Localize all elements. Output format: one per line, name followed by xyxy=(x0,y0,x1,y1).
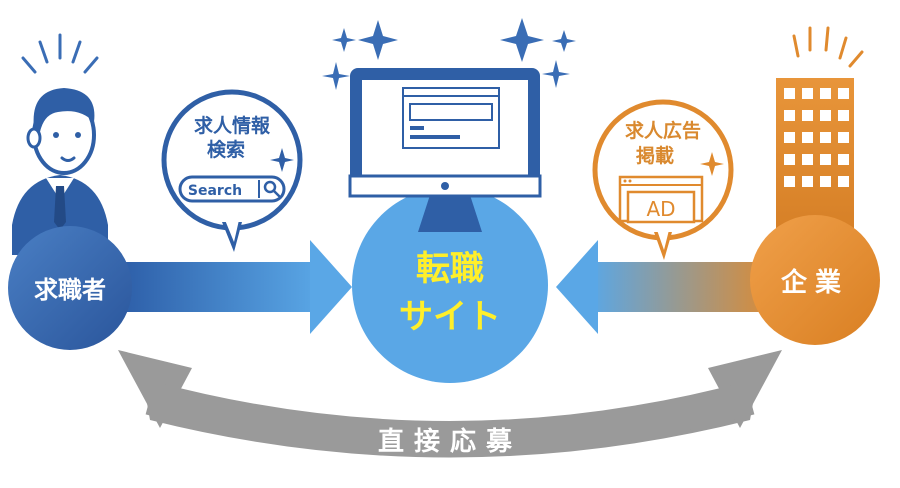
direct-apply-arrow xyxy=(118,350,782,458)
seeker-to-site-arrow xyxy=(120,240,352,334)
person-icon xyxy=(12,33,108,255)
ad-window-icon xyxy=(618,175,704,224)
search-box-text: Search xyxy=(188,183,242,199)
computer-icon xyxy=(348,68,542,232)
ad-bubble-line1: 求人広告 xyxy=(625,119,701,142)
company-to-site-arrow xyxy=(556,240,780,334)
ad-text: AD xyxy=(646,197,675,221)
sparkle-icon xyxy=(322,18,576,90)
site-label-line1: 転職 xyxy=(416,249,484,289)
sparkle-icon xyxy=(270,148,294,172)
site-label-line2: サイト xyxy=(399,297,501,337)
company-label: 企業 xyxy=(781,267,849,298)
job-seeker-label: 求職者 xyxy=(34,276,106,304)
ad-bubble-line2: 掲載 xyxy=(636,144,674,167)
search-bubble-line1: 求人情報 xyxy=(194,114,271,137)
direct-apply-label: 直接応募 xyxy=(378,426,522,457)
company-node xyxy=(750,215,880,345)
magnifier-icon xyxy=(258,180,281,198)
sparkle-icon xyxy=(700,152,724,176)
search-bubble-line2: 検索 xyxy=(207,138,245,161)
site-node xyxy=(352,187,548,383)
job-seeker-node xyxy=(8,226,132,350)
